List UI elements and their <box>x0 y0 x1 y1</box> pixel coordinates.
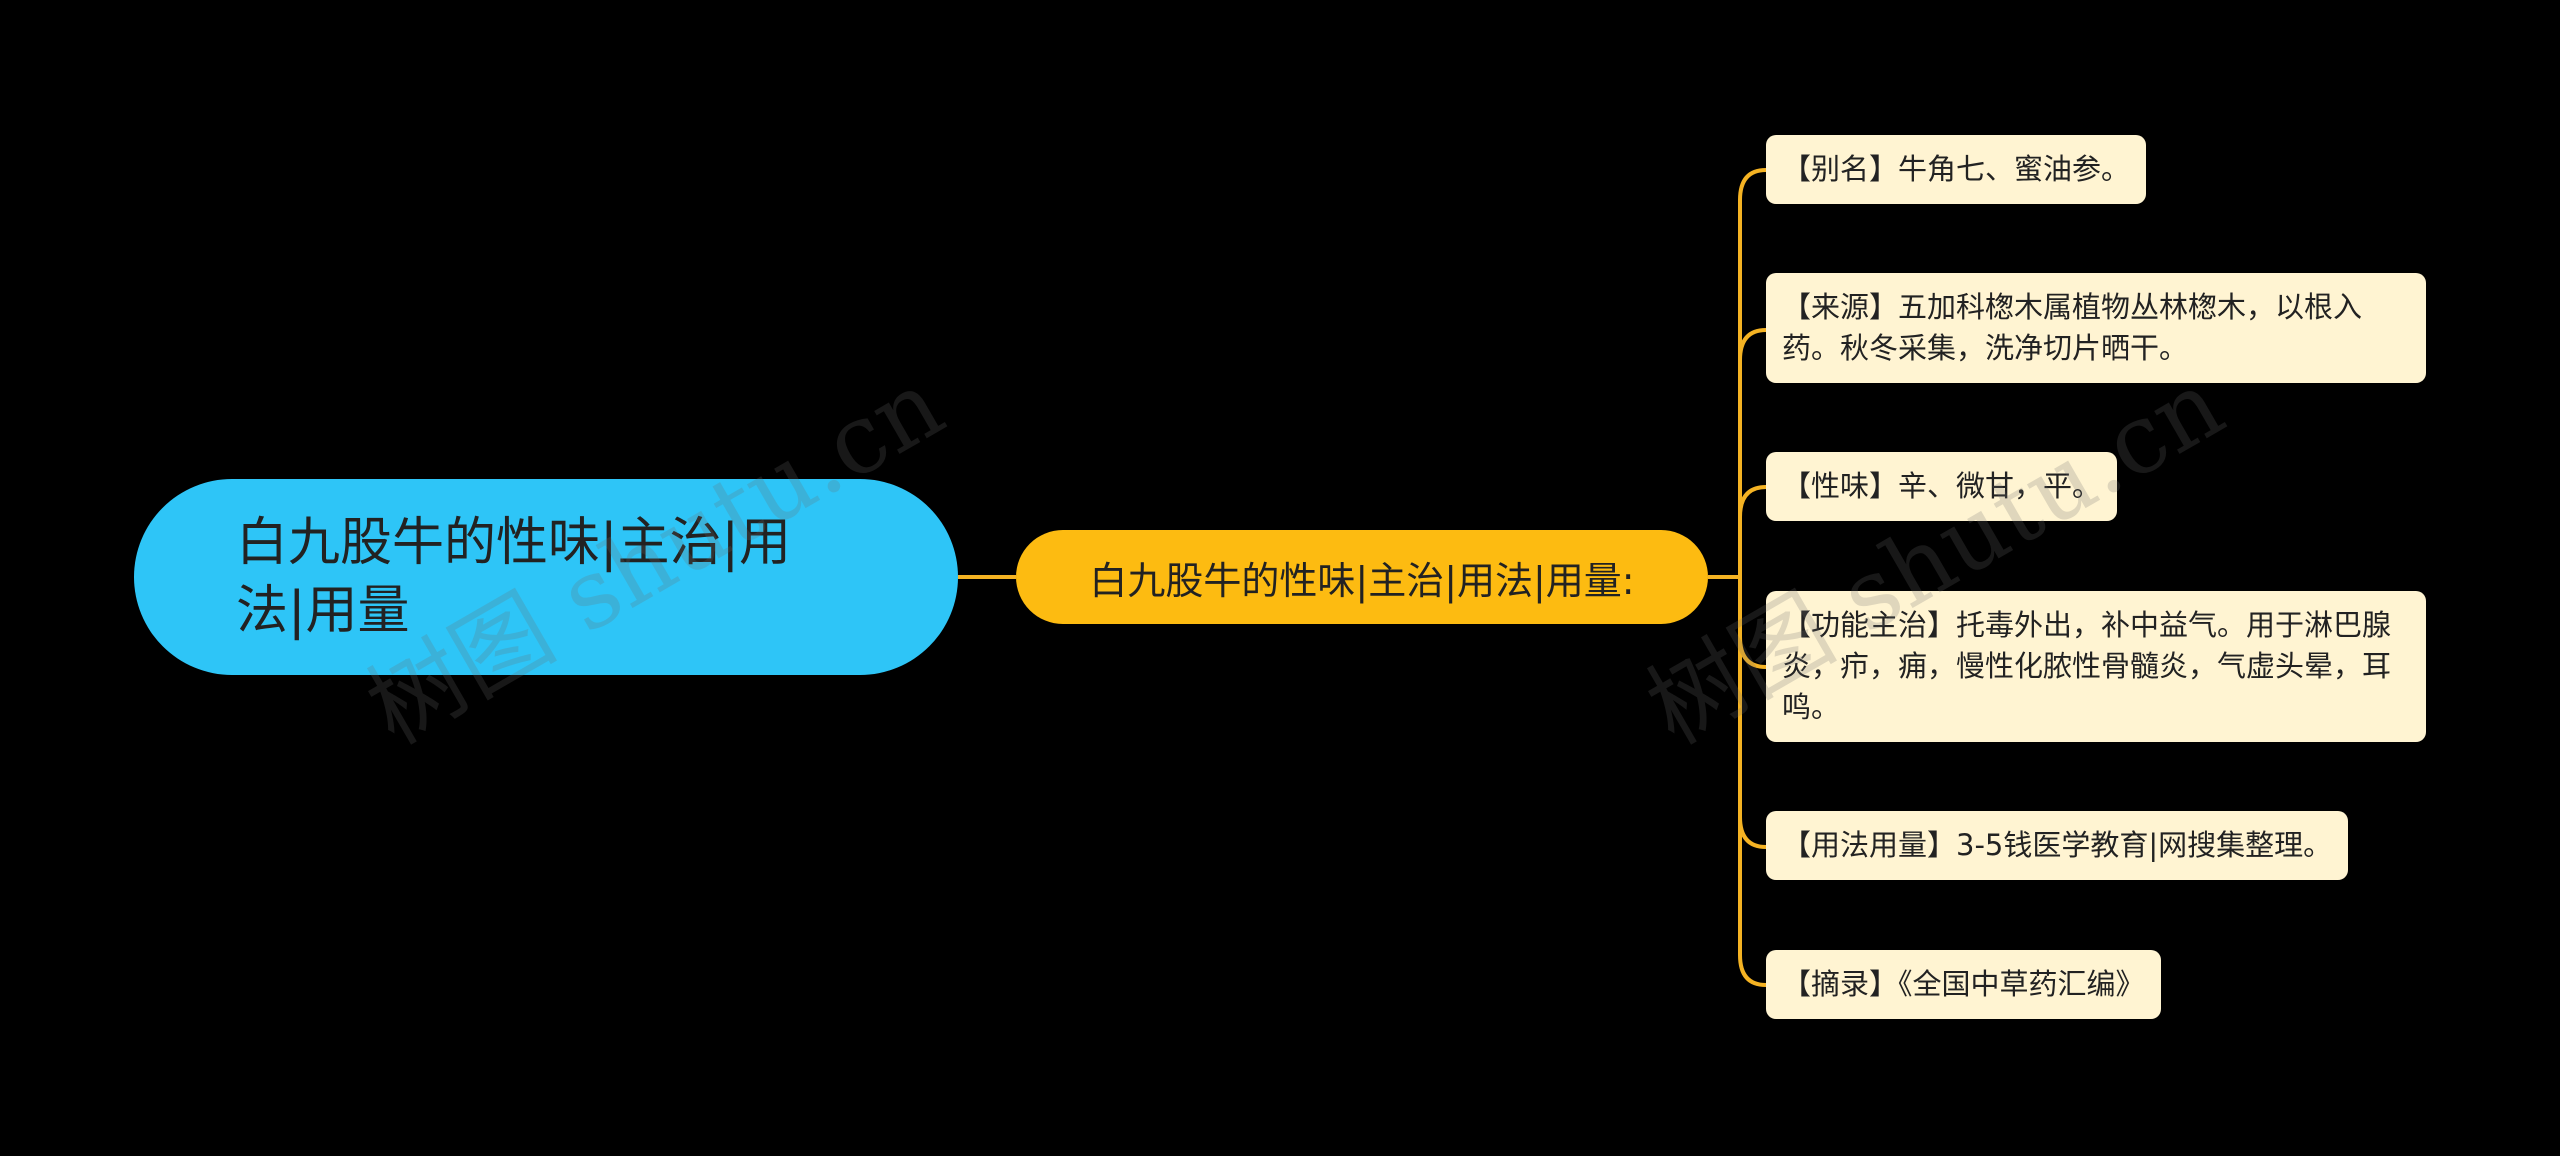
leaf-node-label: 【功能主治】托毒外出，补中益气。用于淋巴腺炎，疖，痈，慢性化脓性骨髓炎，气虚头晕… <box>1782 608 2392 724</box>
leaf-node-label: 【来源】五加科楤木属植物丛林楤木，以根入药。秋冬采集，洗净切片晒干。 <box>1782 290 2363 365</box>
leaf-node-source[interactable]: 【来源】五加科楤木属植物丛林楤木，以根入药。秋冬采集，洗净切片晒干。 <box>1766 273 2426 383</box>
root-node-label: 白九股牛的性味|主治|用法|用量 <box>236 513 792 641</box>
root-node[interactable]: 白九股牛的性味|主治|用法|用量 <box>134 479 958 675</box>
leaf-node-label: 【用法用量】3-5钱医学教育|网搜集整理。 <box>1782 828 2333 862</box>
branch-node-label: 白九股牛的性味|主治|用法|用量: <box>1089 558 1635 603</box>
leaf-node-label: 【摘录】《全国中草药汇编》 <box>1782 967 2145 1001</box>
leaf-node-label: 【别名】牛角七、蜜油参。 <box>1782 152 2131 186</box>
leaf-connector-3 <box>1738 485 1767 577</box>
leaf-connector-6 <box>1738 577 1767 987</box>
leaf-node-label: 【性味】辛、微甘，平。 <box>1782 469 2102 503</box>
leaf-node-alias[interactable]: 【别名】牛角七、蜜油参。 <box>1766 135 2147 204</box>
leaf-node-dosage[interactable]: 【用法用量】3-5钱医学教育|网搜集整理。 <box>1766 811 2349 880</box>
leaf-connector-1 <box>1738 168 1767 577</box>
leaf-connector-5 <box>1738 577 1767 849</box>
leaf-node-excerpt[interactable]: 【摘录】《全国中草药汇编》 <box>1766 950 2161 1019</box>
branch-node[interactable]: 白九股牛的性味|主治|用法|用量: <box>1016 530 1708 624</box>
leaf-connector-2 <box>1738 328 1767 577</box>
leaf-connector-4 <box>1738 577 1767 669</box>
leaf-node-nature[interactable]: 【性味】辛、微甘，平。 <box>1766 452 2118 521</box>
leaf-node-indications[interactable]: 【功能主治】托毒外出，补中益气。用于淋巴腺炎，疖，痈，慢性化脓性骨髓炎，气虚头晕… <box>1766 591 2426 742</box>
